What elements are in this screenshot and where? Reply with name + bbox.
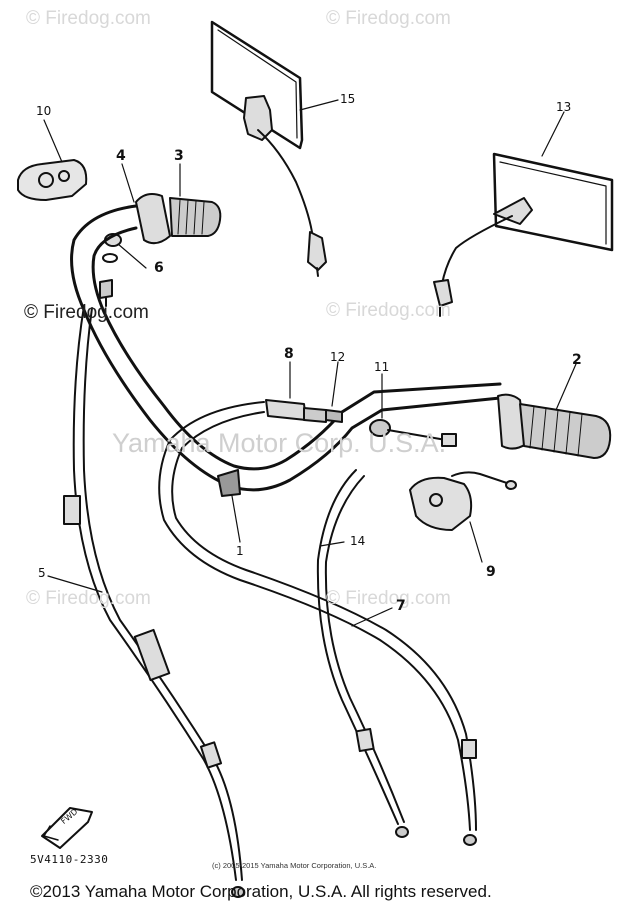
- left-grip-3: [135, 193, 222, 245]
- small-fitting-6: [99, 233, 122, 307]
- callout-8: 8: [284, 346, 294, 362]
- callout-6: 6: [154, 260, 164, 276]
- callout-2: 2: [572, 352, 582, 368]
- copyright-small: (c) 2005-2015 Yamaha Motor Corporation, …: [212, 861, 377, 870]
- cable-fittings: [265, 399, 457, 447]
- left-mirror: [210, 20, 327, 277]
- callout-4: 4: [116, 148, 126, 164]
- callout-11: 11: [374, 360, 390, 374]
- callout-9: 9: [486, 564, 496, 580]
- watermark: © Firedog.com: [26, 588, 151, 609]
- callout-1: 1: [236, 544, 244, 558]
- callout-7: 7: [396, 598, 406, 614]
- watermark: © Firedog.com: [326, 300, 451, 321]
- diagram-code: 5V4110-2330: [30, 853, 109, 866]
- callout-15: 15: [340, 92, 356, 106]
- copyright-footer: ©2013 Yamaha Motor Corporation, U.S.A. A…: [30, 882, 492, 901]
- watermark: © Firedog.com: [24, 302, 149, 323]
- manufacturer-watermark: Yamaha Motor Corp. U.S.A.: [112, 428, 447, 458]
- callout-12: 12: [330, 350, 346, 364]
- watermark: © Firedog.com: [326, 8, 451, 29]
- cables: [63, 305, 477, 898]
- right-grip-2: [497, 393, 612, 459]
- leader-lines: [43, 99, 577, 627]
- callout-10: 10: [36, 104, 52, 118]
- callout-3: 3: [174, 148, 184, 164]
- watermark: © Firedog.com: [326, 588, 451, 609]
- handlebar-1: [70, 204, 502, 497]
- switch-housing-10: [17, 159, 88, 201]
- callout-5: 5: [38, 566, 46, 580]
- fwd-arrow: [41, 807, 93, 849]
- callout-14: 14: [350, 534, 366, 548]
- switch-housing-9: [409, 471, 517, 531]
- right-mirror: [433, 152, 614, 317]
- callout-13: 13: [556, 100, 572, 114]
- watermark: © Firedog.com: [26, 8, 151, 29]
